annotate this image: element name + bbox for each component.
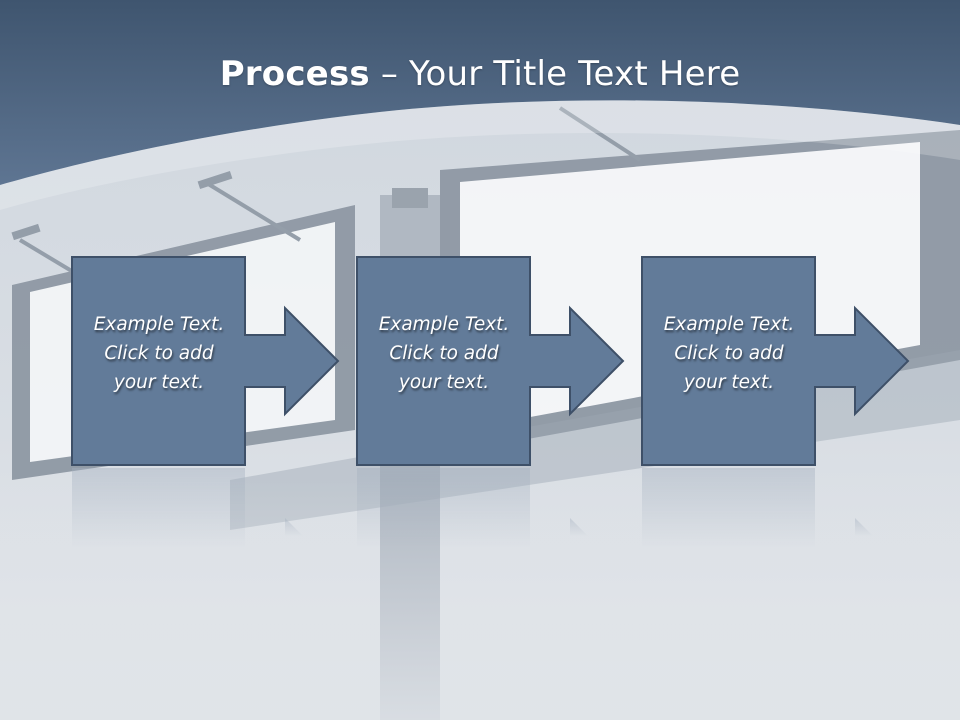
step-3-text[interactable]: Example Text. Click to add your text. bbox=[641, 310, 817, 397]
step-2-line-2: Click to add bbox=[389, 343, 499, 364]
step-1-text[interactable]: Example Text. Click to add your text. bbox=[71, 310, 247, 397]
step-1-line-1: Example Text. bbox=[93, 314, 225, 335]
step-1-reflection bbox=[71, 468, 303, 548]
process-step-1[interactable]: Example Text. Click to add your text. bbox=[71, 256, 340, 466]
step-2-line-3: your text. bbox=[398, 372, 490, 393]
title-rest: – Your Title Text Here bbox=[369, 54, 741, 94]
title-bold: Process bbox=[219, 54, 370, 94]
step-2-arrow-box bbox=[356, 256, 625, 466]
step-1-line-2: Click to add bbox=[104, 343, 214, 364]
process-step-2[interactable]: Example Text. Click to add your text. bbox=[356, 256, 625, 466]
step-2-text[interactable]: Example Text. Click to add your text. bbox=[356, 310, 532, 397]
step-1-arrow-box bbox=[71, 256, 340, 466]
step-3-line-2: Click to add bbox=[674, 343, 784, 364]
step-3-line-1: Example Text. bbox=[663, 314, 795, 335]
step-3-line-3: your text. bbox=[683, 372, 775, 393]
slide-title[interactable]: Process – Your Title Text Here bbox=[0, 52, 960, 96]
step-2-reflection bbox=[356, 468, 588, 548]
process-step-3[interactable]: Example Text. Click to add your text. bbox=[641, 256, 910, 466]
step-3-reflection bbox=[641, 468, 873, 548]
step-2-line-1: Example Text. bbox=[378, 314, 510, 335]
step-3-arrow-box bbox=[641, 256, 910, 466]
step-1-line-3: your text. bbox=[113, 372, 205, 393]
